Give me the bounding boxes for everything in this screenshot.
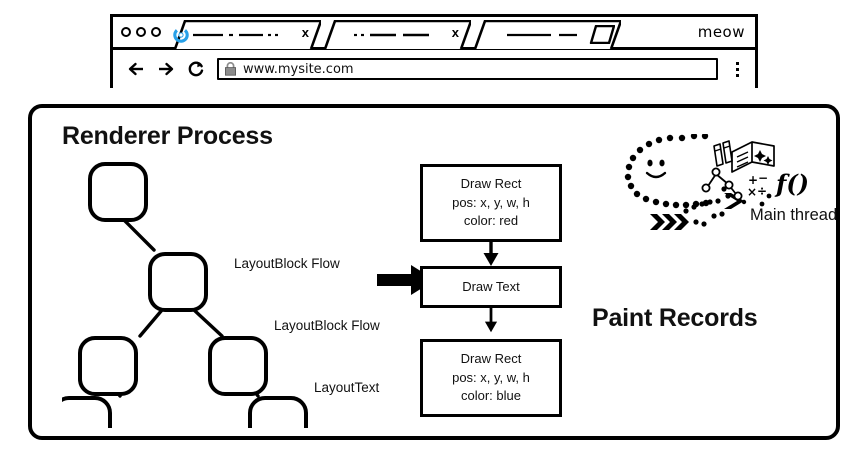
tree-node-root bbox=[88, 162, 148, 222]
back-button[interactable] bbox=[125, 58, 147, 80]
browser-brand-label: meow bbox=[697, 23, 745, 41]
paint-record-2-line-1: Draw Text bbox=[462, 278, 520, 294]
paint-record-1-line-3: color: red bbox=[463, 213, 519, 229]
chevron-tail-icon bbox=[650, 214, 689, 230]
paint-record-3-line-3: color: blue bbox=[461, 388, 521, 404]
back-arrow-icon bbox=[128, 62, 143, 76]
forward-button[interactable] bbox=[155, 58, 177, 80]
page-title: Renderer Process bbox=[62, 122, 273, 150]
close-dot-icon[interactable] bbox=[121, 27, 131, 37]
browser-toolbar: www.mysite.com bbox=[113, 50, 755, 88]
paint-record-2: Draw Text bbox=[420, 266, 562, 308]
tab-title-placeholder-3 bbox=[507, 33, 577, 37]
function-glyph-icon: f() bbox=[774, 169, 809, 198]
paint-record-connector-2-icon bbox=[484, 307, 498, 333]
kebab-dot-2 bbox=[735, 67, 739, 71]
lock-icon bbox=[224, 62, 236, 76]
node-graph-icon bbox=[701, 167, 743, 201]
paint-record-1-line-2: pos: x, y, w, h bbox=[452, 194, 530, 210]
minimize-dot-icon[interactable] bbox=[136, 27, 146, 37]
paint-record-3-line-2: pos: x, y, w, h bbox=[452, 369, 530, 385]
reload-button[interactable] bbox=[185, 58, 207, 80]
tree-node-layouttext-1 bbox=[62, 396, 112, 428]
tab-shape-2 bbox=[323, 20, 471, 50]
smiley-face-icon bbox=[645, 159, 667, 179]
main-thread-label: Main thread bbox=[750, 206, 838, 224]
browser-tab-1[interactable]: x bbox=[161, 20, 321, 50]
forward-arrow-icon bbox=[159, 62, 174, 76]
browser-menu-button[interactable] bbox=[728, 61, 746, 77]
renderer-process-panel: Renderer Process bbox=[28, 104, 840, 440]
svg-text:+: + bbox=[748, 173, 758, 187]
tree-label-layouttext: LayoutText bbox=[314, 380, 380, 395]
tree-label-layoutblock-flow-2: LayoutBlock Flow bbox=[274, 318, 380, 333]
address-bar-text[interactable]: www.mysite.com bbox=[243, 61, 354, 77]
tree-node-layoutblock-2 bbox=[78, 336, 138, 396]
paint-record-3: Draw Rect pos: x, y, w, h color: blue bbox=[420, 339, 562, 417]
tree-label-layoutblock-flow-1: LayoutBlock Flow bbox=[234, 256, 340, 271]
paint-record-3-line-1: Draw Rect bbox=[460, 351, 522, 367]
paint-record-1: Draw Rect pos: x, y, w, h color: red bbox=[420, 164, 562, 242]
dotted-blob-icon bbox=[624, 134, 710, 209]
pencil-detail-icon bbox=[714, 145, 731, 152]
maximize-dot-icon[interactable] bbox=[151, 27, 161, 37]
window-controls[interactable] bbox=[121, 27, 161, 37]
new-tab-button[interactable] bbox=[587, 25, 615, 44]
chrome-logo-icon bbox=[173, 27, 189, 43]
tab-title-placeholder-1 bbox=[193, 33, 278, 37]
kebab-dot-3 bbox=[735, 73, 739, 77]
paint-records-heading: Paint Records bbox=[592, 304, 758, 332]
layout-tree: LayoutBlock Flow LayoutBlock Flow Layout… bbox=[62, 158, 392, 428]
tab-close-button-2[interactable]: x bbox=[451, 25, 459, 40]
svg-text:÷: ÷ bbox=[757, 184, 767, 198]
stray-dots-icon bbox=[741, 193, 772, 207]
kebab-dot-1 bbox=[735, 61, 739, 65]
tree-node-layoutblock-3 bbox=[208, 336, 268, 396]
book-sparkle-icon bbox=[754, 150, 773, 165]
browser-window: x x bbox=[110, 14, 758, 88]
book-lines-icon bbox=[736, 151, 749, 168]
reload-icon bbox=[188, 61, 204, 77]
pencils-icon bbox=[713, 140, 733, 167]
address-bar[interactable]: www.mysite.com bbox=[217, 58, 718, 80]
svg-text:×: × bbox=[747, 185, 757, 199]
tree-node-layoutblock-1 bbox=[148, 252, 208, 312]
layout-tree-graphic bbox=[62, 162, 308, 428]
tab-strip: x x bbox=[113, 17, 755, 50]
tab-title-placeholder-2 bbox=[354, 33, 429, 37]
math-symbols-icon: + − × ÷ bbox=[747, 171, 768, 199]
paint-record-connector-1-icon bbox=[483, 241, 499, 266]
browser-tab-2[interactable]: x bbox=[311, 20, 471, 50]
svg-text:−: − bbox=[758, 171, 768, 185]
tree-node-layouttext-2 bbox=[248, 396, 308, 428]
svg-text:f(): f() bbox=[774, 169, 809, 198]
tab-close-button-1[interactable]: x bbox=[301, 25, 309, 40]
main-thread-illustration: + − × ÷ f() bbox=[624, 134, 809, 230]
paint-record-1-line-1: Draw Rect bbox=[460, 176, 522, 192]
dotted-trail-icon bbox=[683, 186, 731, 227]
